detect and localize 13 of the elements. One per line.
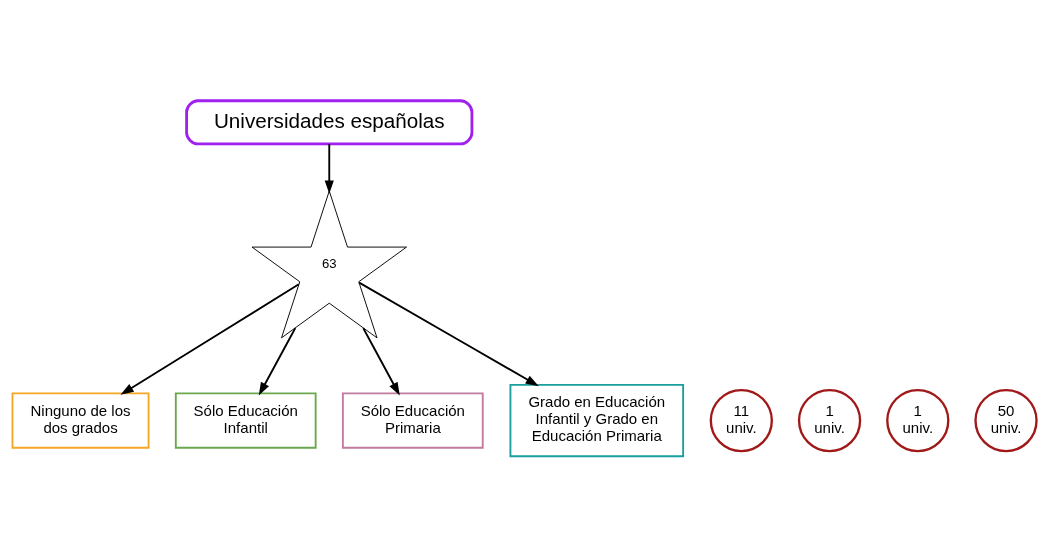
node-circle: 50 univ. <box>974 388 1038 453</box>
arrow <box>324 143 334 194</box>
arrow <box>258 327 297 396</box>
arrow <box>120 283 300 395</box>
node-box: Sólo Educación Infantil <box>174 392 317 449</box>
node-circle: 1 univ. <box>886 388 950 453</box>
node-circle: 1 univ. <box>797 388 862 453</box>
node-box: Ninguno de los dos grados <box>11 392 150 449</box>
node-box: Sólo Educación Primaria <box>341 392 484 449</box>
node-box: Grado en Educación Infantil y Grado en Educación Primaria <box>509 383 685 458</box>
node-circle: 11 univ. <box>709 388 773 453</box>
arrow <box>362 327 400 396</box>
node-box: Universidades españolas <box>185 99 474 146</box>
